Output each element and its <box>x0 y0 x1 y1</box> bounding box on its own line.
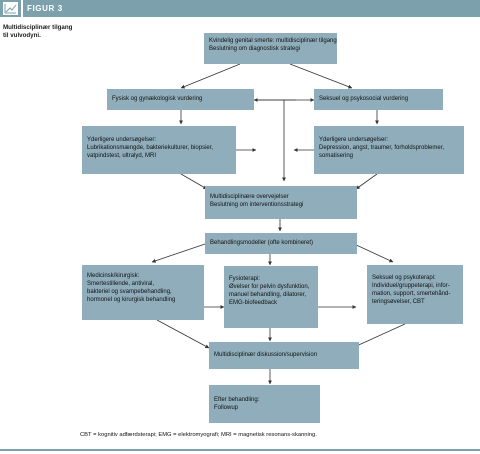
box-line: Smertestillende, antiviral, <box>87 281 155 287</box>
figure-title: FIGUR 3 <box>27 4 63 13</box>
box-start: Kvindelig genital smerte: multidisciplin… <box>204 33 337 64</box>
figure-footnote: CBT = kognitiv adfærdsterapi; EMG = elek… <box>80 432 317 438</box>
box-line: Kvindelig genital smerte: multidisciplin… <box>209 38 337 44</box>
arrow-exams-right-to-considerations <box>355 173 378 190</box>
caption-line: Multidisciplinær tilgang <box>3 24 73 31</box>
box-line: vatpindstest, ultralyd, MRI <box>87 153 157 159</box>
box-line: Yderligere undersøgelser: <box>87 137 157 143</box>
box-line: Yderligere undersøgelser: <box>319 137 389 143</box>
box-line: Øvelser for pelvin dysfunktion, <box>229 284 310 290</box>
box-line: mation, support, smertehånd- <box>372 291 451 297</box>
bottom-rule <box>0 449 480 451</box>
figure-caption: Multidisciplinær tilgang til vulvodyni. <box>3 24 83 39</box>
box-treatment-models: Behandlingsmodeller (ofte kombineret) <box>205 233 357 254</box>
box-discussion: Multidisciplinær diskussion/supervision <box>209 342 359 369</box>
box-line: somatisering <box>319 153 354 159</box>
box-after-treatment: Efter behandling: Followup <box>209 385 320 423</box>
arrow-start-to-physical <box>180 63 241 89</box>
arrow-models-to-medical <box>151 242 209 263</box>
box-line: bakteriel og svampebehandling, <box>87 289 172 295</box>
box-line: Depression, angst, traumer, forholdsprob… <box>319 145 445 151</box>
box-sexual-assessment: Seksuel og psykosocial vurdering <box>314 89 443 110</box>
box-line: Individuel/gruppeterapi, infor- <box>372 283 450 289</box>
box-physical-assessment: Fysisk og gynækologisk vurdering <box>107 89 254 110</box>
box-line: Efter behandling: <box>214 397 260 403</box>
box-line: Multidisciplinær diskussion/supervision <box>214 352 318 358</box>
box-line: Followup <box>214 405 239 411</box>
arrow-sexpsych-to-discussion <box>351 323 406 349</box>
box-line: Beslutning om diagnostisk strategi <box>209 46 301 52</box>
box-line: Seksuel og psykosocial vurdering <box>319 96 409 102</box>
box-line: hormonel og kirurgisk behandling <box>87 297 176 303</box>
box-line: Fysioterapi: <box>229 276 261 282</box>
box-line: Seksuel og psykoterapi: <box>372 275 436 281</box>
arrow-start-to-sexual <box>289 63 353 89</box>
box-line: Behandlingsmodeller (ofte kombineret) <box>210 240 314 246</box>
arrow-models-to-sexpsych <box>351 242 394 263</box>
header-separator <box>21 0 23 17</box>
box-line: manuel behandling, dilatorer, <box>229 292 307 298</box>
box-physiotherapy: Fysioterapi: Øvelser for pelvin dysfunkt… <box>224 266 318 328</box>
box-line: Medicinsk/kirurgisk: <box>87 273 140 279</box>
box-line: Beslutning om interventionsstrategi <box>210 202 304 208</box>
arrow-medical-to-discussion <box>156 319 210 349</box>
box-considerations: Multidisciplinære overvejelser Beslutnin… <box>205 186 357 219</box>
caption-line: til vulvodyni. <box>3 31 41 39</box>
box-sexual-psychotherapy: Seksuel og psykoterapi: Individuel/grupp… <box>367 265 463 324</box>
figure-header: FIGUR 3 <box>0 0 480 17</box>
box-exams-left: Yderligere undersøgelser: Lubrikationsmæ… <box>82 126 236 174</box>
box-exams-right: Yderligere undersøgelser: Depression, an… <box>314 126 464 174</box>
chart-icon <box>3 2 18 15</box>
box-line: Lubrikationsmængde, bakteriekulturer, bi… <box>87 145 214 151</box>
box-line: Multidisciplinære overvejelser <box>210 194 289 200</box>
box-medical-surgical: Medicinsk/kirurgisk: Smertestillende, an… <box>82 265 204 320</box>
box-line: EMG-biofeedback <box>229 300 278 306</box>
box-line: Fysisk og gynækologisk vurdering <box>112 96 203 102</box>
box-line: teringsøvelser, CBT <box>372 299 425 305</box>
arrow-exams-left-to-considerations <box>180 173 208 190</box>
